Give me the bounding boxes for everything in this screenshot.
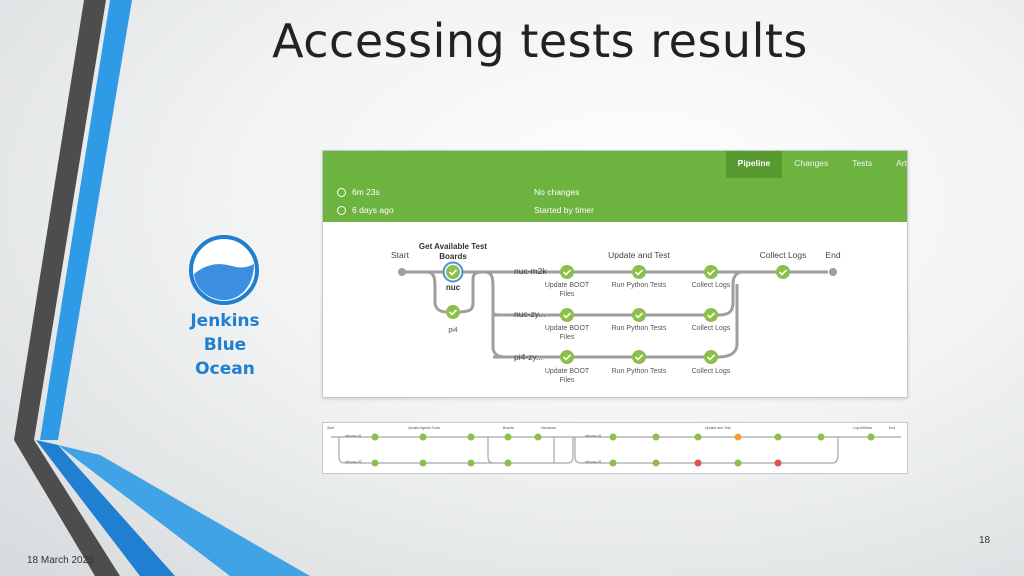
step-update-label-2: Files: [559, 291, 575, 298]
end-node: [829, 268, 837, 276]
run-time-ago: 6 days ago: [337, 205, 394, 215]
stage-collect-label: Collect Logs: [759, 250, 807, 260]
branch-label-2a: ubt-nuc-01: [345, 434, 362, 438]
run-trigger: Started by timer: [534, 205, 594, 215]
branch-pi4-zy[interactable]: pi4-zy...: [514, 352, 544, 362]
start-label-2: Start: [327, 426, 335, 430]
step-update-label: Update BOOT: [544, 325, 590, 332]
blue-ocean-logo-icon: [189, 235, 259, 305]
stage-log-artifacts: Log Artifacts: [853, 426, 873, 430]
logo-line-jenkins: Jenkins: [190, 311, 260, 331]
board-nuc-label: nuc: [445, 283, 461, 292]
pipeline-screenshot-2: Start Update Agents Tools Boards Hardwar…: [322, 422, 908, 474]
tab-tests[interactable]: Tests: [852, 158, 873, 168]
step-python-label: Run Python Tests: [611, 368, 667, 375]
stage-boards-line1: Get Available Test: [418, 242, 488, 251]
stage-boards-line2: Boards: [439, 252, 467, 261]
clock-icon: [337, 205, 346, 215]
step-collect-label: Collect Logs: [691, 368, 731, 375]
branch-nuc-zy[interactable]: nuc-zy...: [514, 309, 546, 319]
branch-nuc-m2k[interactable]: nuc-m2k: [514, 266, 547, 276]
start-node: [398, 268, 406, 276]
run-header: Pipeline Changes Tests Art 6m 23s No cha…: [323, 151, 907, 222]
stage-boards-2: Boards: [503, 426, 515, 430]
slide-title: Accessing tests results: [272, 14, 808, 68]
clock-half-icon: [337, 187, 346, 197]
branch-label-2b: ubt-nuc-02: [345, 460, 362, 464]
run-tabs: Pipeline Changes Tests Art: [725, 151, 907, 178]
step-python-label: Run Python Tests: [611, 282, 667, 289]
stage-update-label: Update and Test: [608, 250, 670, 260]
step-python-label: Run Python Tests: [611, 325, 667, 332]
board-pi4-label: pi4: [448, 327, 458, 334]
end-label-2: End: [889, 426, 896, 430]
pipeline-graph: [398, 261, 837, 364]
step-update-label: Update BOOT: [544, 282, 590, 289]
stage-update-test-2: Update and Test: [705, 426, 731, 430]
slide-page-number: 18: [979, 535, 991, 546]
pipeline-screenshot: Pipeline Changes Tests Art 6m 23s No cha…: [322, 150, 908, 398]
run-changes: No changes: [534, 187, 580, 197]
end-label: End: [825, 250, 841, 260]
logo-line-ocean: Ocean: [195, 359, 255, 379]
tab-changes[interactable]: Changes: [794, 158, 829, 168]
step-collect-label: Collect Logs: [691, 282, 731, 289]
step-collect-label: Collect Logs: [691, 325, 731, 332]
logo-line-blue: Blue: [203, 335, 247, 355]
step-update-label-2: Files: [559, 334, 575, 341]
pipeline-graph-2: [331, 433, 901, 467]
step-update-label-2: Files: [559, 377, 575, 384]
slide-decoration: [14, 0, 310, 576]
tab-artifacts[interactable]: Art: [896, 158, 907, 168]
pipeline-nodes: [442, 261, 790, 364]
slide-date: 18 March 2025: [27, 555, 94, 566]
step-update-label: Update BOOT: [544, 368, 590, 375]
branch-label-2d: ubt-nuc-01: [585, 460, 602, 464]
start-label: Start: [391, 250, 409, 260]
time-ago-text: 6 days ago: [352, 205, 394, 215]
tab-pipeline[interactable]: Pipeline: [725, 151, 783, 178]
duration-text: 6m 23s: [352, 187, 380, 197]
run-duration: 6m 23s: [337, 187, 380, 197]
branch-label-2c: ubt-nuc-01: [585, 434, 602, 438]
stage-hardware: Hardware: [541, 426, 557, 430]
pipeline-nodes-2: [371, 433, 875, 467]
stage-update-agents: Update Agents Tools: [408, 426, 441, 430]
check-icons: [448, 269, 788, 361]
